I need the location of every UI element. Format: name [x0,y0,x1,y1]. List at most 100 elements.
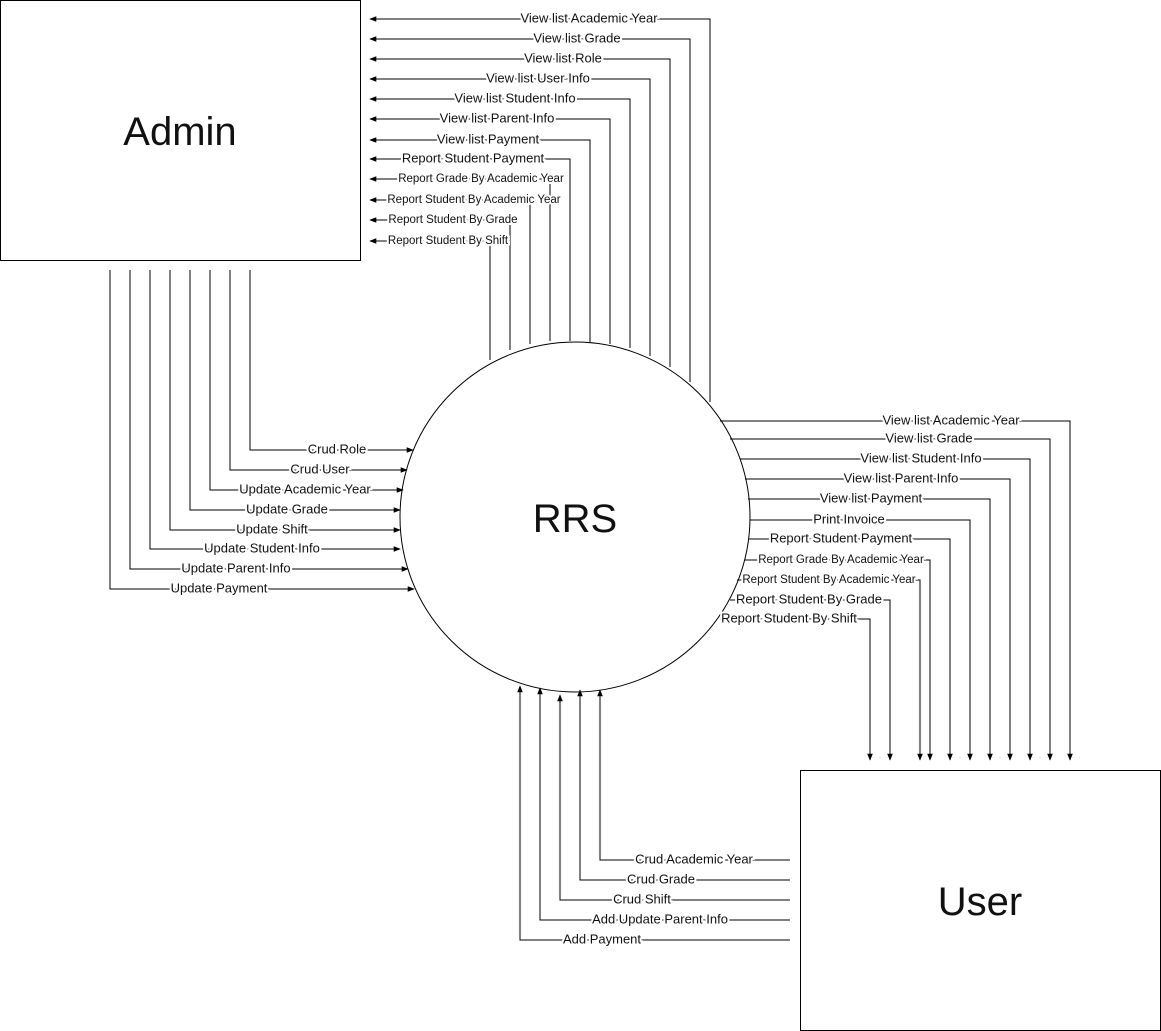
flow-arrow [597,689,790,861]
flow-arrow [369,116,611,344]
flow-rrs-to-admin-3: View list User Info [369,68,651,356]
flow-label: Print Invoice [813,511,885,526]
flow-admin-to-rrs-1: Crud User [229,270,408,478]
flow-label: View list Academic Year [520,10,658,25]
flow-user-to-rrs-2: Crud Shift [557,694,790,908]
flow-admin-to-rrs-7: Update Payment [109,270,415,597]
flow-label: Add Update Parent Info [592,911,728,926]
flow-rrs-to-user-3: View list Parent Info [745,468,1013,761]
rrs-process-label: RRS [533,497,617,541]
flow-label: Update Grade [246,501,328,516]
flow-arrow [229,270,408,473]
flow-arrow [369,56,671,367]
flow-arrow [369,76,651,356]
flow-user-to-rrs-0: Crud Academic Year [597,689,790,868]
rrs-process-circle [399,341,751,693]
flow-arrow [749,538,953,761]
flow-arrow [557,694,790,901]
flow-rrs-to-admin-8: Report Grade By Academic Year [369,171,566,341]
flow-label: Report Student By Grade [388,214,517,226]
flow-label: Report Student By Grade [736,591,882,606]
flow-arrow [169,270,401,533]
flow-arrow [369,176,551,341]
flow-arrow [720,618,873,761]
flow-arrow [720,420,1073,761]
flow-rrs-to-user-0: View list Academic Year [720,410,1073,761]
flow-arrow [517,685,790,941]
flow-arrow [369,137,591,342]
flow-label: View list Grade [885,430,972,445]
flow-label: Report Grade By Academic Year [758,554,924,566]
flow-admin-to-rrs-0: Crud Role [249,270,414,458]
flow-rrs-to-admin-1: View list Grade [369,28,691,382]
flow-arrow [189,270,401,513]
flow-rrs-to-admin-7: Report Student Payment [369,148,571,341]
flow-arrow [369,96,631,348]
flow-admin-to-rrs-5: Update Student Info [149,270,401,557]
flow-label: View list Student Info [454,90,575,105]
user-entity-label: User [938,880,1022,924]
flow-arrow [740,458,1033,761]
flow-label: View list Grade [533,30,620,45]
flow-label: View list Role [524,50,602,65]
flow-arrow [750,519,973,761]
flow-user-to-rrs-3: Add Update Parent Info [537,687,790,928]
flow-user-to-rrs-1: Crud Grade [577,689,790,888]
admin-entity-label: Admin [123,110,236,154]
flow-arrow [745,559,933,761]
flow-arrow [730,438,1053,761]
flow-label: Update Academic Year [239,481,371,496]
flow-label: Report Student By Shift [721,610,857,625]
flow-arrow [745,478,1013,761]
flow-label: View list Payment [437,131,540,146]
flow-label: View list Parent Info [844,470,959,485]
flow-rrs-to-admin-10: Report Student By Grade [369,212,520,350]
flow-label: Crud Academic Year [635,851,753,866]
flow-arrow [209,270,404,493]
flow-rrs-to-user-5: Print Invoice [750,509,973,761]
flow-rrs-to-user-4: View list Payment [748,488,993,761]
flow-admin-to-rrs-6: Update Parent Info [129,270,409,577]
flow-arrow [577,689,790,881]
flow-label: Update Shift [236,521,308,536]
flow-admin-to-rrs-4: Update Shift [169,270,401,538]
flow-arrow [737,579,923,761]
flow-arrow [748,498,993,761]
flow-rrs-to-admin-4: View list Student Info [369,88,631,348]
flow-rrs-to-user-8: Report Student By Academic Year [737,572,923,761]
flow-arrow [369,156,571,341]
flow-rrs-to-user-1: View list Grade [730,428,1053,761]
flow-label: Add Payment [563,931,641,946]
flow-rrs-to-admin-11: Report Student By Shift [369,233,511,360]
flow-arrow [369,16,711,402]
flow-arrow [249,270,414,453]
flow-label: Report Student Payment [770,530,913,545]
flow-label: View list User Info [486,70,590,85]
flow-user-to-rrs-4: Add Payment [517,685,790,948]
flow-rrs-to-admin-9: Report Student By Academic Year [369,192,563,344]
flow-rrs-to-admin-0: View list Academic Year [369,8,711,402]
flow-admin-to-rrs-3: Update Grade [189,270,401,518]
flow-label: Update Parent Info [181,560,290,575]
flow-label: View list Academic Year [882,412,1020,427]
flow-label: Crud Role [308,441,367,456]
flow-label: Update Student Info [204,540,320,555]
flow-arrow [109,270,415,592]
flow-label: Report Student By Academic Year [742,574,915,586]
flow-label: Crud User [290,461,350,476]
flow-label: View list Parent Info [440,110,555,125]
flow-rrs-to-user-7: Report Grade By Academic Year [745,552,933,761]
admin-entity-box [0,0,361,261]
flow-rrs-to-admin-5: View list Parent Info [369,108,611,344]
flow-label: Report Grade By Academic Year [398,173,564,185]
flow-label: Crud Shift [613,891,671,906]
flow-label: View list Student Info [860,450,981,465]
flow-arrow [537,687,790,921]
flow-arrow [129,270,409,572]
flow-arrow [369,238,491,360]
flow-rrs-to-admin-6: View list Payment [369,129,591,342]
flow-label: Crud Grade [627,871,695,886]
flow-label: Update Payment [171,580,268,595]
flow-label: Report Student By Academic Year [387,194,560,206]
